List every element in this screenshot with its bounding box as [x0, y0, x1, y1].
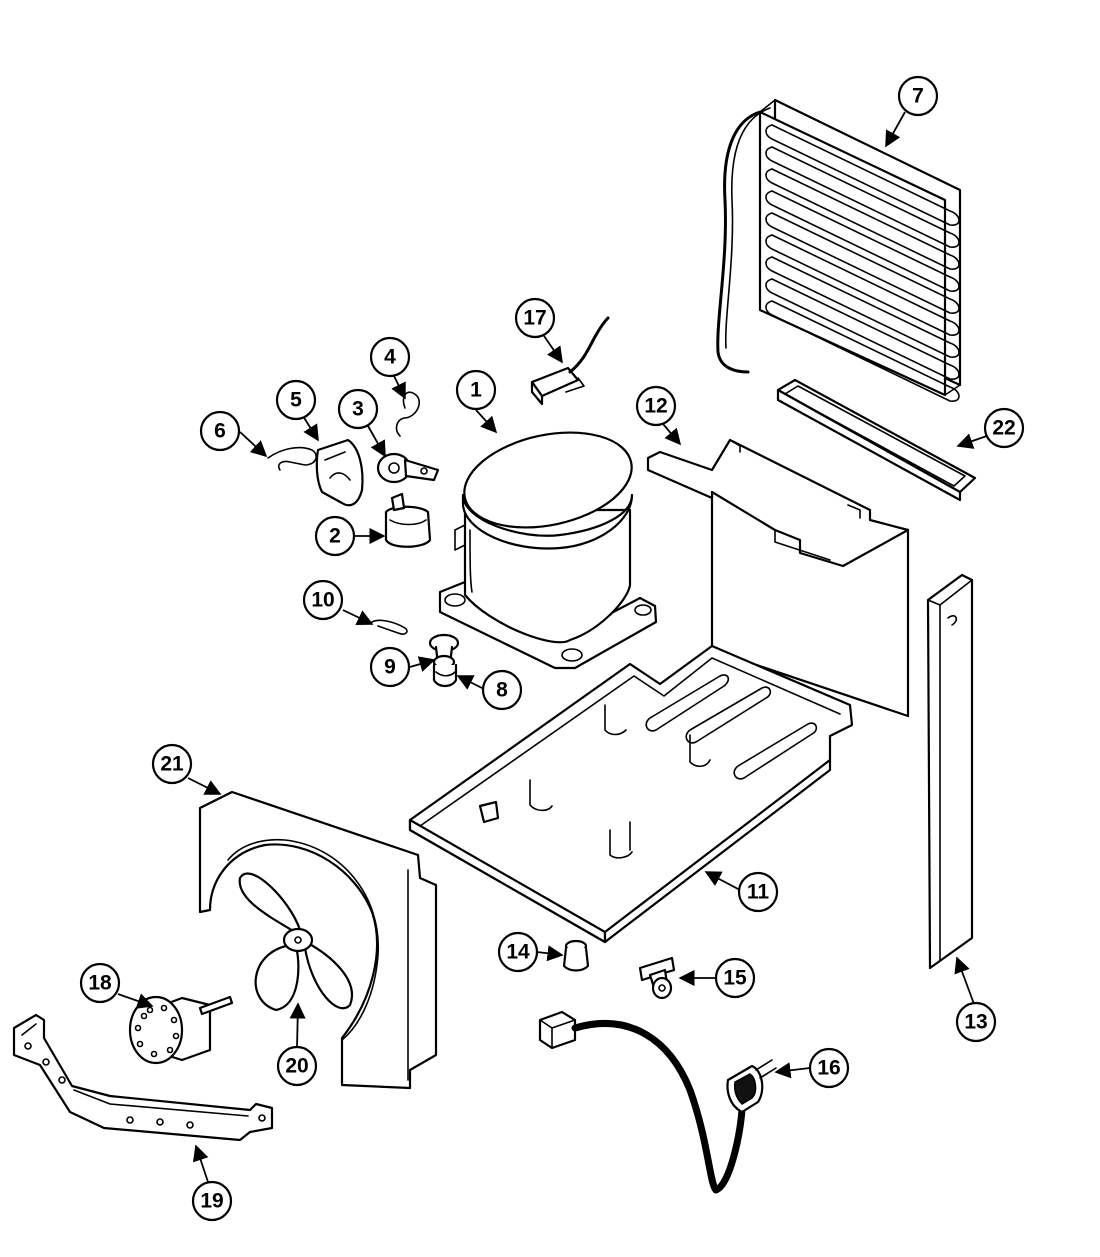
terminal-cover-part — [315, 438, 364, 507]
callout-label: 9 — [384, 656, 396, 679]
callout-12: 12 — [635, 385, 677, 427]
bale-strap-part — [267, 446, 317, 471]
motor-bracket-part — [12, 1013, 274, 1142]
capacitor-part — [384, 492, 432, 548]
partition-panel-part — [646, 438, 910, 718]
callout-label: 8 — [496, 679, 508, 702]
callout-1: 1 — [455, 369, 497, 411]
callout-label: 1 — [470, 379, 482, 402]
roller-part — [638, 956, 676, 1000]
leader-arrows — [117, 111, 1005, 1183]
clip-part — [395, 391, 420, 437]
callout-5: 5 — [275, 379, 317, 421]
callout-14: 14 — [497, 931, 539, 973]
callout-4: 4 — [369, 336, 411, 378]
coil-tube — [765, 234, 960, 336]
callout-label: 13 — [964, 1011, 987, 1034]
callout-19: 19 — [191, 1180, 233, 1222]
callout-label: 12 — [644, 395, 667, 418]
mount-grommet-part — [432, 654, 458, 688]
callout-21: 21 — [151, 743, 193, 785]
callout-11: 11 — [737, 871, 779, 913]
coil-tube — [765, 146, 960, 248]
callout-label: 19 — [200, 1190, 223, 1213]
callout-7: 7 — [897, 75, 939, 117]
callout-label: 14 — [506, 941, 530, 964]
callout-label: 7 — [912, 85, 924, 108]
callout-22: 22 — [983, 407, 1025, 449]
callout-label: 20 — [285, 1055, 308, 1078]
callout-3: 3 — [337, 388, 379, 430]
callout-label: 5 — [290, 389, 302, 412]
callout-18: 18 — [79, 962, 121, 1004]
callout-label: 4 — [384, 346, 396, 369]
coil-tube — [765, 256, 960, 358]
rubber-foot-part — [562, 939, 590, 972]
callout-16: 16 — [808, 1047, 850, 1089]
callout-10: 10 — [302, 579, 344, 621]
fan-motor-part — [128, 995, 234, 1065]
callout-label: 16 — [817, 1057, 840, 1080]
callout-13: 13 — [955, 1001, 997, 1043]
callout-6: 6 — [199, 410, 241, 452]
clip-pin-part — [371, 619, 408, 635]
coil-tube — [765, 278, 960, 380]
callout-label: 11 — [747, 881, 770, 904]
condenser-coil-part — [716, 98, 962, 402]
callout-label: 2 — [329, 525, 341, 548]
compressor-part — [438, 431, 658, 670]
power-cord-part — [538, 1010, 777, 1194]
coil-tube — [765, 300, 960, 402]
callout-15: 15 — [714, 957, 756, 999]
callout-label: 15 — [723, 967, 747, 990]
drain-tray-part — [776, 378, 977, 502]
callout-label: 18 — [88, 972, 112, 995]
callout-8: 8 — [481, 669, 523, 711]
fan-shroud-part — [198, 790, 438, 1090]
callout-20: 20 — [276, 1045, 318, 1087]
coil-tube — [765, 212, 960, 314]
coil-tube — [765, 190, 960, 292]
relay-part — [376, 452, 440, 484]
callout-label: 6 — [214, 420, 226, 443]
callout-17: 17 — [514, 297, 556, 339]
base-tray-part — [408, 644, 854, 944]
callout-label: 22 — [992, 417, 1015, 440]
side-panel-part — [926, 573, 974, 970]
callout-label: 21 — [160, 753, 184, 776]
callout-9: 9 — [369, 646, 411, 688]
coil-tube — [765, 124, 960, 226]
callout-2: 2 — [314, 515, 356, 557]
callout-label: 3 — [352, 398, 364, 421]
callout-label: 17 — [523, 307, 546, 330]
coil-tube — [765, 168, 960, 270]
callout-label: 10 — [311, 589, 334, 612]
fan-blade-part — [238, 872, 353, 1012]
overload-switch-part — [530, 316, 610, 406]
